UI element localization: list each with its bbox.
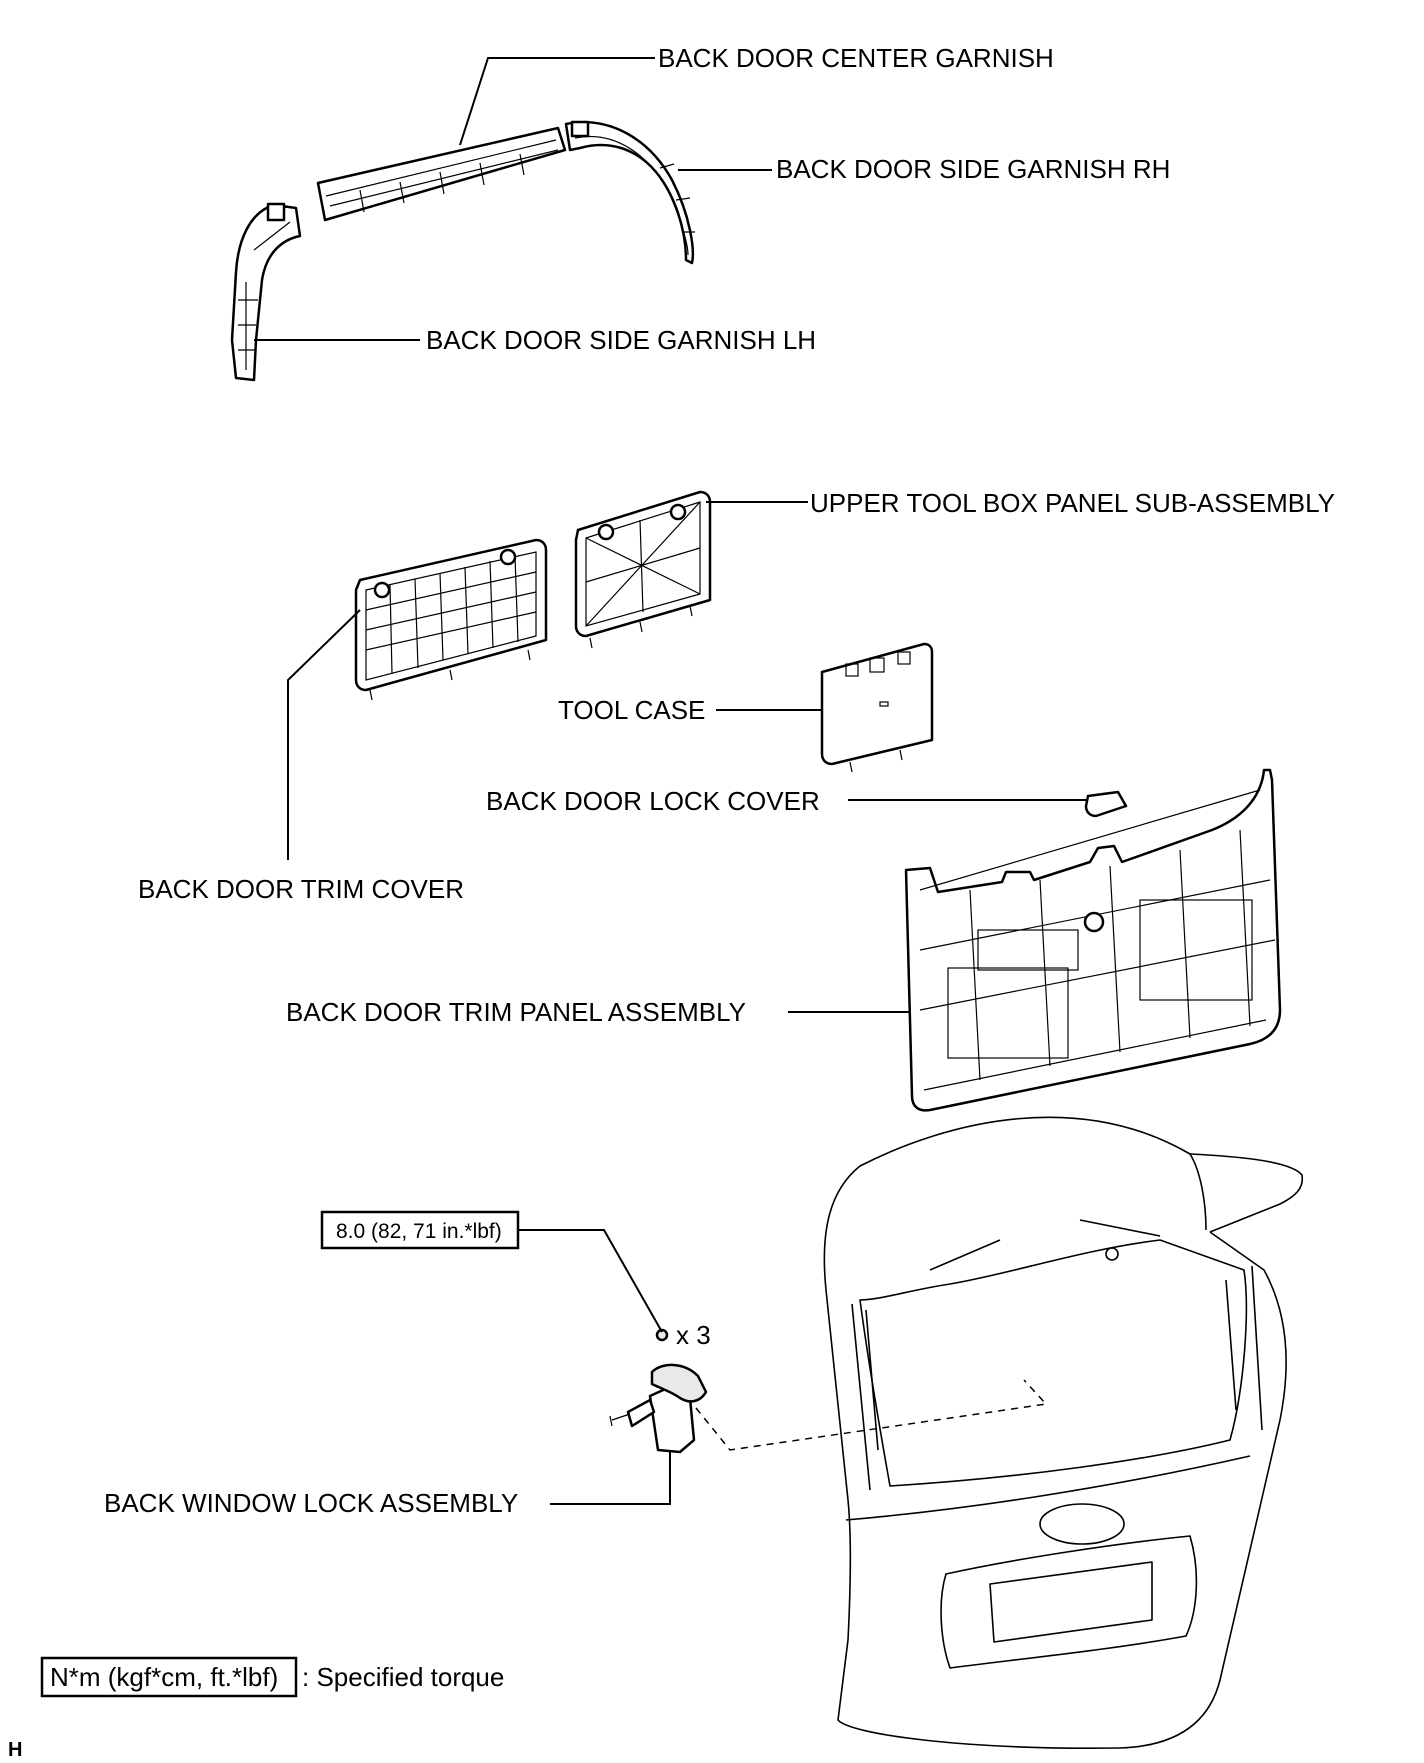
top-leaders bbox=[254, 57, 772, 341]
back-door-lock-cover bbox=[1084, 790, 1128, 818]
torque-spec-text: 8.0 (82, 71 in.*lbf) bbox=[336, 1220, 502, 1243]
center-garnish bbox=[316, 126, 567, 222]
label-trim-cover: BACK DOOR TRIM COVER bbox=[138, 874, 464, 904]
back-door-body bbox=[823, 1116, 1304, 1749]
tool-case bbox=[820, 642, 934, 773]
legend-description: : Specified torque bbox=[302, 1662, 504, 1692]
label-window-lock: BACK WINDOW LOCK ASSEMBLY bbox=[104, 1488, 518, 1518]
footer-code: H bbox=[8, 1739, 22, 1761]
legend-unit-box-text: N*m (kgf*cm, ft.*lbf) bbox=[50, 1662, 278, 1692]
back-door-trim-cover bbox=[354, 538, 548, 701]
back-door-trim-panel bbox=[904, 768, 1282, 1112]
bottom-leaders bbox=[518, 1229, 1048, 1505]
label-trim-panel: BACK DOOR TRIM PANEL ASSEMBLY bbox=[286, 997, 746, 1027]
side-garnish-lh bbox=[230, 202, 302, 382]
bolt-quantity: x 3 bbox=[676, 1320, 711, 1350]
torque-legend: N*m (kgf*cm, ft.*lbf) : Specified torque bbox=[40, 1656, 504, 1698]
label-center-garnish: BACK DOOR CENTER GARNISH bbox=[658, 43, 1054, 73]
label-side-garnish-rh: BACK DOOR SIDE GARNISH RH bbox=[776, 154, 1170, 184]
back-window-lock bbox=[609, 1328, 708, 1454]
label-upper-tool-box: UPPER TOOL BOX PANEL SUB-ASSEMBLY bbox=[810, 488, 1335, 518]
label-tool-case: TOOL CASE bbox=[558, 695, 705, 725]
upper-tool-box-panel bbox=[574, 490, 712, 649]
middle-leaders bbox=[287, 501, 1086, 1013]
label-lock-cover: BACK DOOR LOCK COVER bbox=[486, 786, 820, 816]
torque-spec-box: 8.0 (82, 71 in.*lbf) bbox=[320, 1210, 520, 1250]
label-side-garnish-lh: BACK DOOR SIDE GARNISH LH bbox=[426, 325, 816, 355]
side-garnish-rh bbox=[564, 120, 695, 265]
